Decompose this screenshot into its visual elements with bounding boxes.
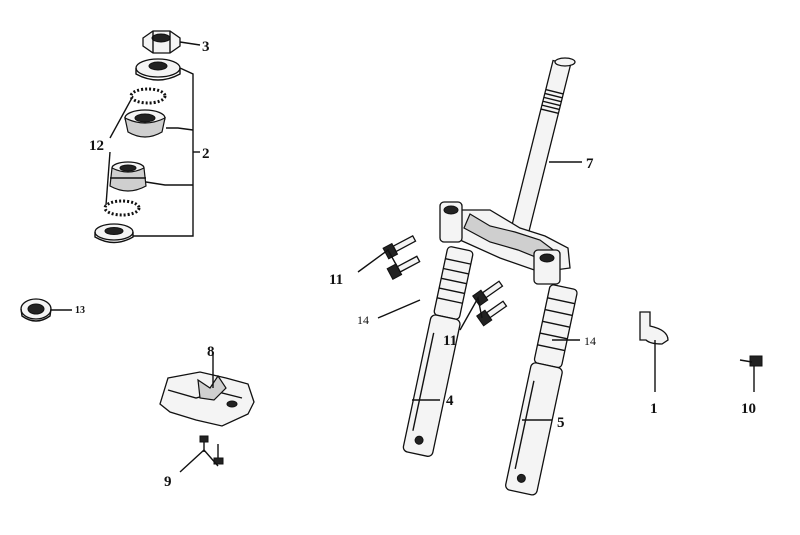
callout-2: 2	[202, 146, 210, 162]
callout-1: 1	[650, 401, 658, 417]
ball-ring-upper-part	[129, 87, 167, 105]
callout-9: 9	[164, 474, 172, 490]
callout-10: 10	[741, 401, 756, 417]
fork-cover-part	[159, 352, 255, 427]
bolts-lower-part	[459, 280, 508, 331]
screw-single-part	[739, 355, 763, 392]
callout-3: 3	[202, 39, 210, 55]
callout-12: 12	[89, 138, 104, 154]
upper-race-cup-part	[124, 109, 166, 138]
callout-14-right: 14	[584, 334, 596, 348]
ball-ring-lower-part	[103, 199, 141, 217]
screw-pair-part	[179, 435, 224, 473]
right-fork-leg-part	[505, 284, 578, 496]
bolts-upper-part	[357, 234, 421, 280]
callout-14-left-leader	[377, 299, 421, 319]
bottom-race-part	[94, 223, 134, 244]
lower-cone-part	[109, 161, 147, 192]
callout-3-leader	[179, 41, 201, 46]
callout-13: 13	[75, 305, 85, 316]
dust-seal-part	[20, 298, 72, 322]
callout-11-upper: 11	[329, 272, 343, 288]
callout-14-left: 14	[357, 313, 369, 327]
left-fork-leg-part	[402, 246, 474, 457]
callout-12-leaders	[105, 95, 134, 206]
steering-stem-part	[439, 57, 582, 285]
top-nut-part	[142, 30, 181, 54]
steering-bearing-set	[94, 30, 201, 244]
callout-7: 7	[586, 156, 594, 172]
callout-11-lower: 11	[443, 333, 457, 349]
callout-2-bracket	[133, 67, 200, 237]
callout-4: 4	[446, 393, 454, 409]
callout-5: 5	[557, 415, 565, 431]
callout-8: 8	[207, 344, 215, 360]
cable-clip-part	[639, 311, 669, 392]
lock-washer-part	[135, 58, 181, 81]
